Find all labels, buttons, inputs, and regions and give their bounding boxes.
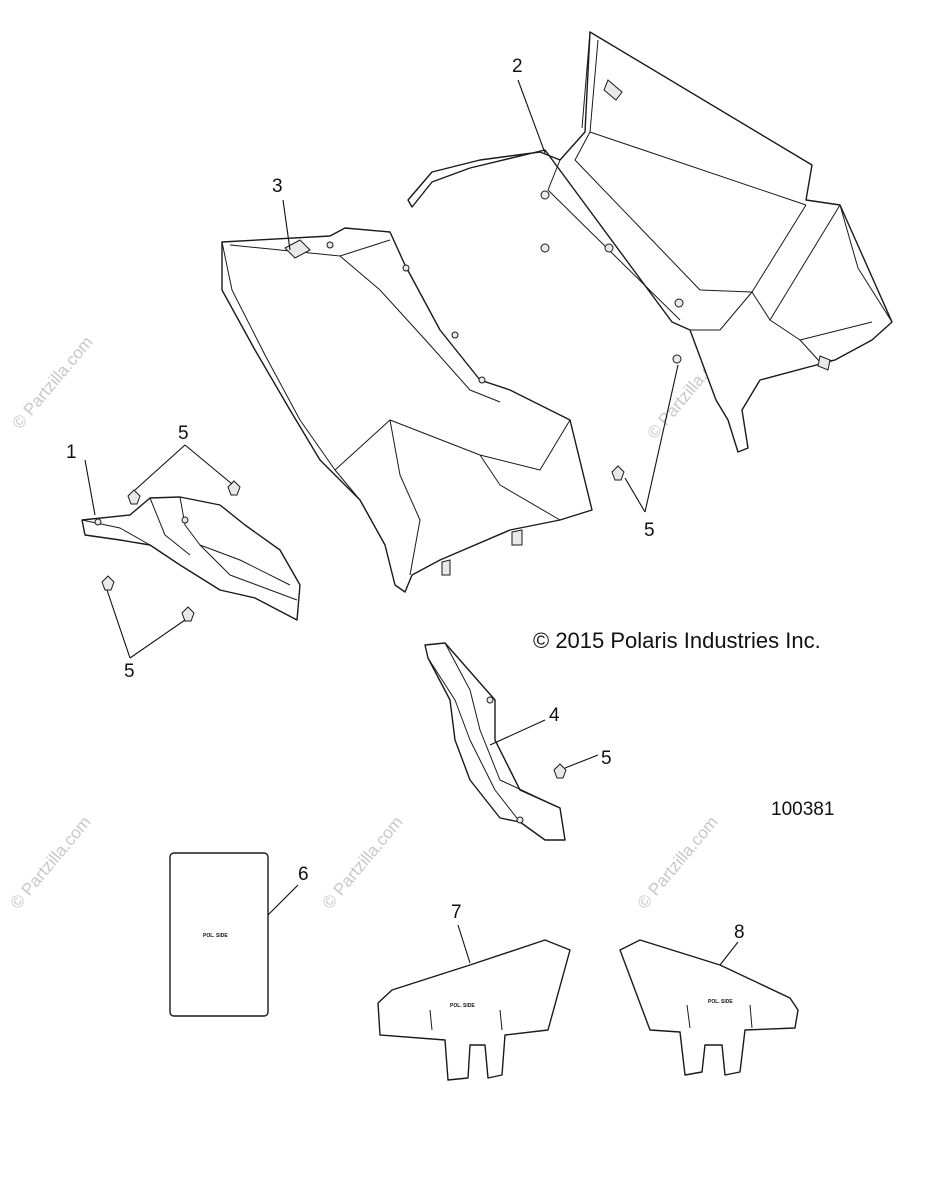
figure-number: 100381 <box>771 799 834 820</box>
callout-5: 5 <box>601 748 612 769</box>
part-4-side-piece <box>424 642 566 841</box>
callout-7: 7 <box>451 902 462 923</box>
watermark: © Partzilla.com <box>634 813 722 913</box>
fastener <box>227 480 241 496</box>
callout-3: 3 <box>272 176 283 197</box>
callout-5: 5 <box>644 520 655 541</box>
callout-8: 8 <box>734 922 745 943</box>
part-6-decal: POL. SIDE <box>169 852 269 1017</box>
fastener <box>181 606 195 622</box>
callout-4: 4 <box>549 705 560 726</box>
fastener <box>553 763 567 779</box>
watermark: © Partzilla.com <box>319 813 407 913</box>
part-7-decal: POL. SIDE <box>377 939 571 1081</box>
callout-1: 1 <box>66 442 77 463</box>
watermark: © Partzilla.com <box>9 333 97 433</box>
decal-label: POL. SIDE <box>450 1003 475 1009</box>
part-1-bracket <box>81 496 301 621</box>
fastener <box>101 575 115 591</box>
part-2-rear-panel <box>407 31 893 453</box>
callout-6: 6 <box>298 864 309 885</box>
callout-5: 5 <box>124 661 135 682</box>
copyright-notice: © 2015 Polaris Industries Inc. <box>533 628 821 653</box>
leader-lines <box>84 79 739 966</box>
fastener-5-group <box>101 465 625 779</box>
part-8-decal: POL. SIDE <box>619 939 799 1076</box>
decal-label: POL. SIDE <box>708 999 733 1005</box>
decal-label: POL. SIDE <box>203 933 228 939</box>
fastener <box>127 489 141 505</box>
watermark: © Partzilla.com <box>7 813 95 913</box>
fastener <box>611 465 625 481</box>
part-3-front-fender <box>221 227 593 593</box>
callout-2: 2 <box>512 56 523 77</box>
callout-5: 5 <box>178 423 189 444</box>
